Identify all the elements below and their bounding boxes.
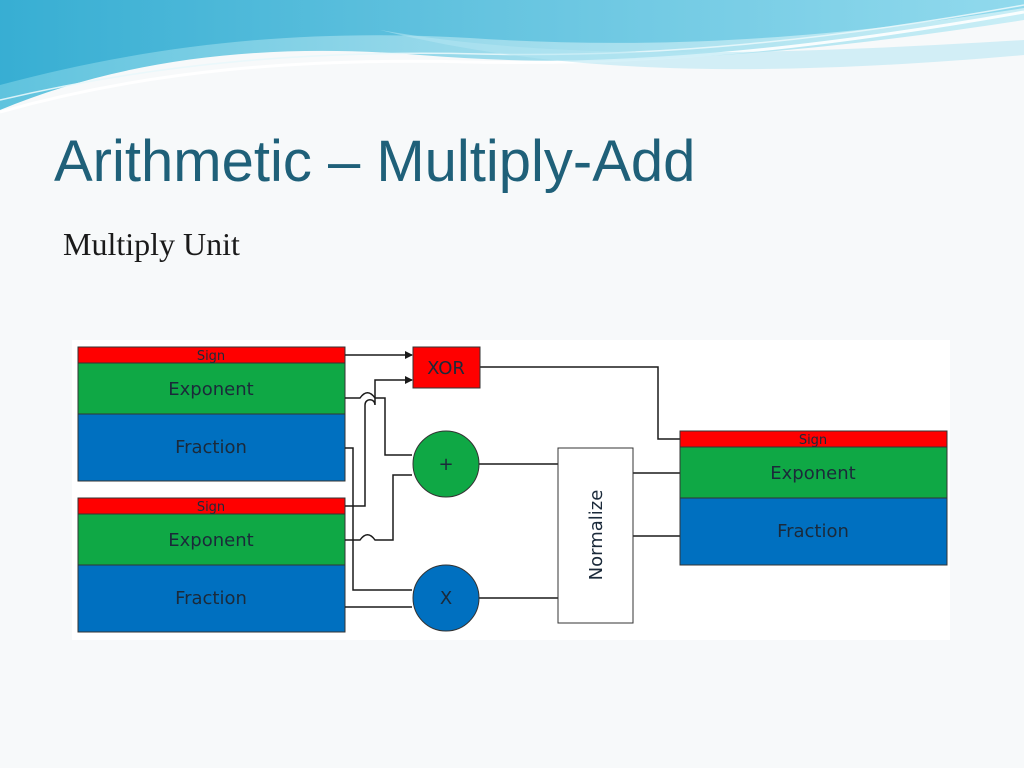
output-exponent-field <box>679 446 948 499</box>
input-a-exponent-label: Exponent <box>168 379 253 400</box>
slide-subtitle: Multiply Unit <box>63 226 240 262</box>
xor-label: XOR <box>427 358 465 379</box>
adder-label: + <box>438 454 453 475</box>
input-a-sign-label: Sign <box>197 349 225 364</box>
wire-xor-to-output-sign <box>480 366 680 440</box>
multiplier-node: X <box>412 564 480 632</box>
header-wave-decoration <box>0 0 1024 114</box>
input-b-register: Sign Exponent Fraction <box>77 497 346 633</box>
slide-title: Arithmetic – Multiply-Add <box>54 129 696 194</box>
xor-gate: XOR <box>412 346 481 389</box>
diagram-wires <box>345 351 680 608</box>
multiplier-label: X <box>440 588 452 609</box>
wire-b-sign-to-xor <box>345 376 413 507</box>
adder-node: + <box>412 430 480 498</box>
wire-a-fraction-to-multiplier <box>345 447 412 591</box>
input-b-fraction-label: Fraction <box>175 588 247 609</box>
wire-a-exponent-to-adder <box>345 392 412 456</box>
wire-b-exponent-to-adder <box>345 474 412 541</box>
normalize-block: Normalize <box>557 447 634 624</box>
output-register: Sign Exponent Fraction <box>679 430 948 566</box>
output-exponent-label: Exponent <box>770 463 855 484</box>
input-b-sign-label: Sign <box>197 500 225 515</box>
output-sign-label: Sign <box>799 433 827 448</box>
output-fraction-field <box>679 497 948 566</box>
input-a-fraction-label: Fraction <box>175 437 247 458</box>
input-b-fraction-field <box>77 564 346 633</box>
input-a-register: Sign Exponent Fraction <box>77 346 346 482</box>
input-b-exponent-label: Exponent <box>168 530 253 551</box>
normalize-label: Normalize <box>586 490 607 581</box>
output-fraction-label: Fraction <box>777 521 849 542</box>
